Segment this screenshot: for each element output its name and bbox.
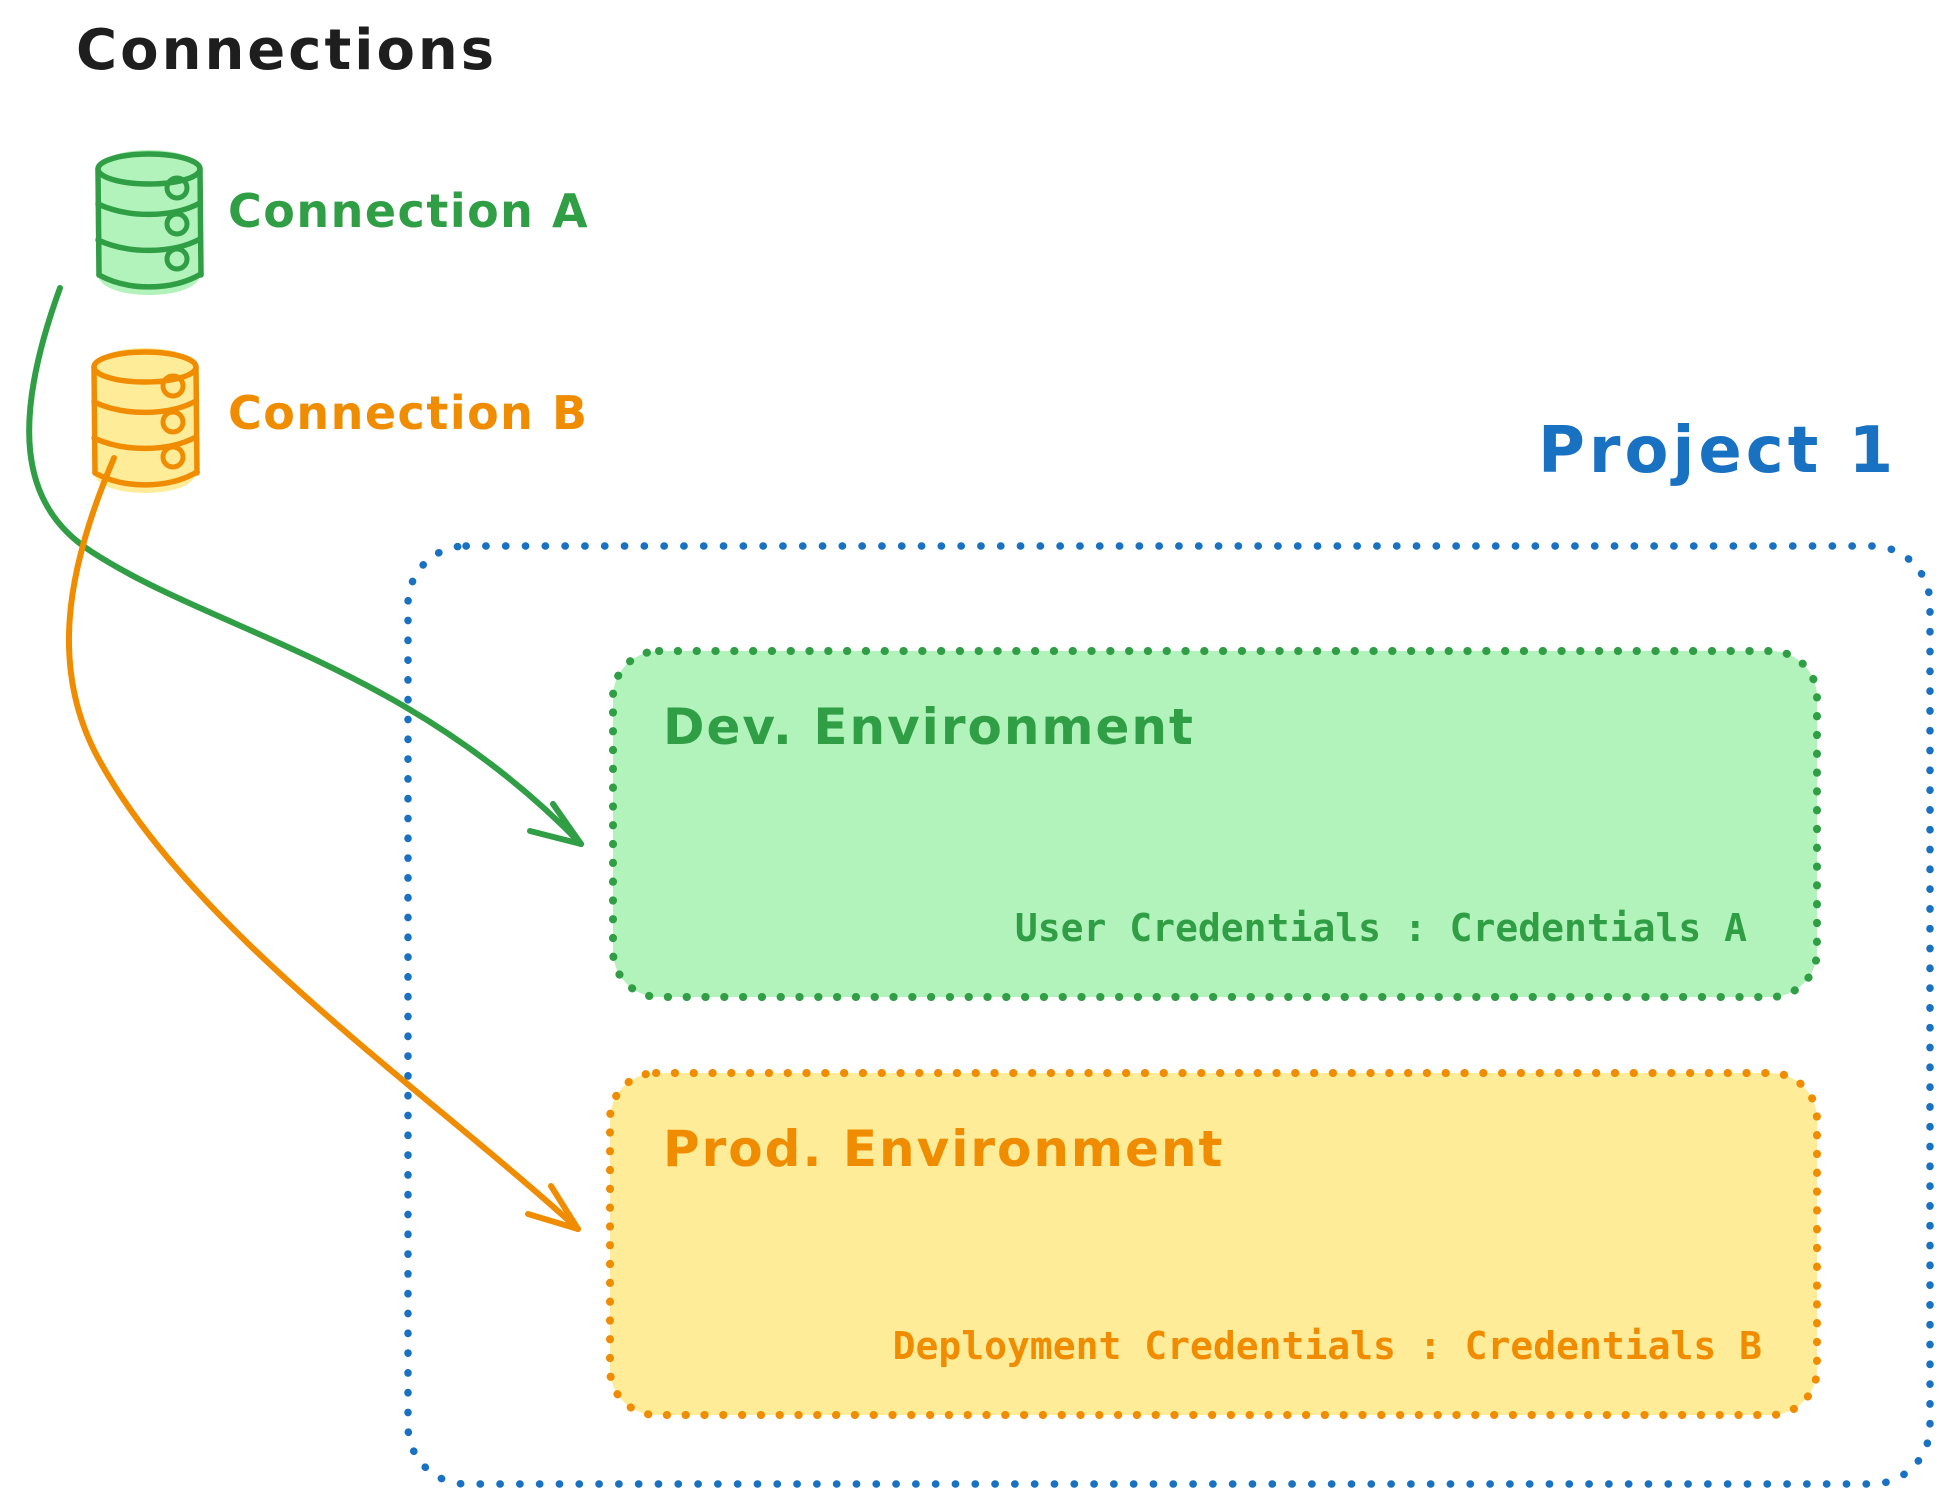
database-icon [95,150,204,295]
prod-environment-box [606,1069,1821,1419]
dev-credentials-label: User Credentials : Credentials A [1014,906,1747,950]
connection-b-to-prod-arrow [65,455,581,1232]
dev-environment-title: Dev. Environment [663,698,1195,756]
connection-a-label: Connection A [228,184,590,238]
prod-environment-title: Prod. Environment [663,1120,1225,1178]
project-box [404,542,1934,1488]
dev-environment-box [609,647,1821,1001]
connection-b-label: Connection B [228,386,589,440]
connection-a-to-dev-arrow [26,285,584,847]
diagram-title: Connections [76,18,498,83]
project-title: Project 1 [1538,414,1898,488]
prod-credentials-label: Deployment Credentials : Credentials B [892,1324,1762,1368]
